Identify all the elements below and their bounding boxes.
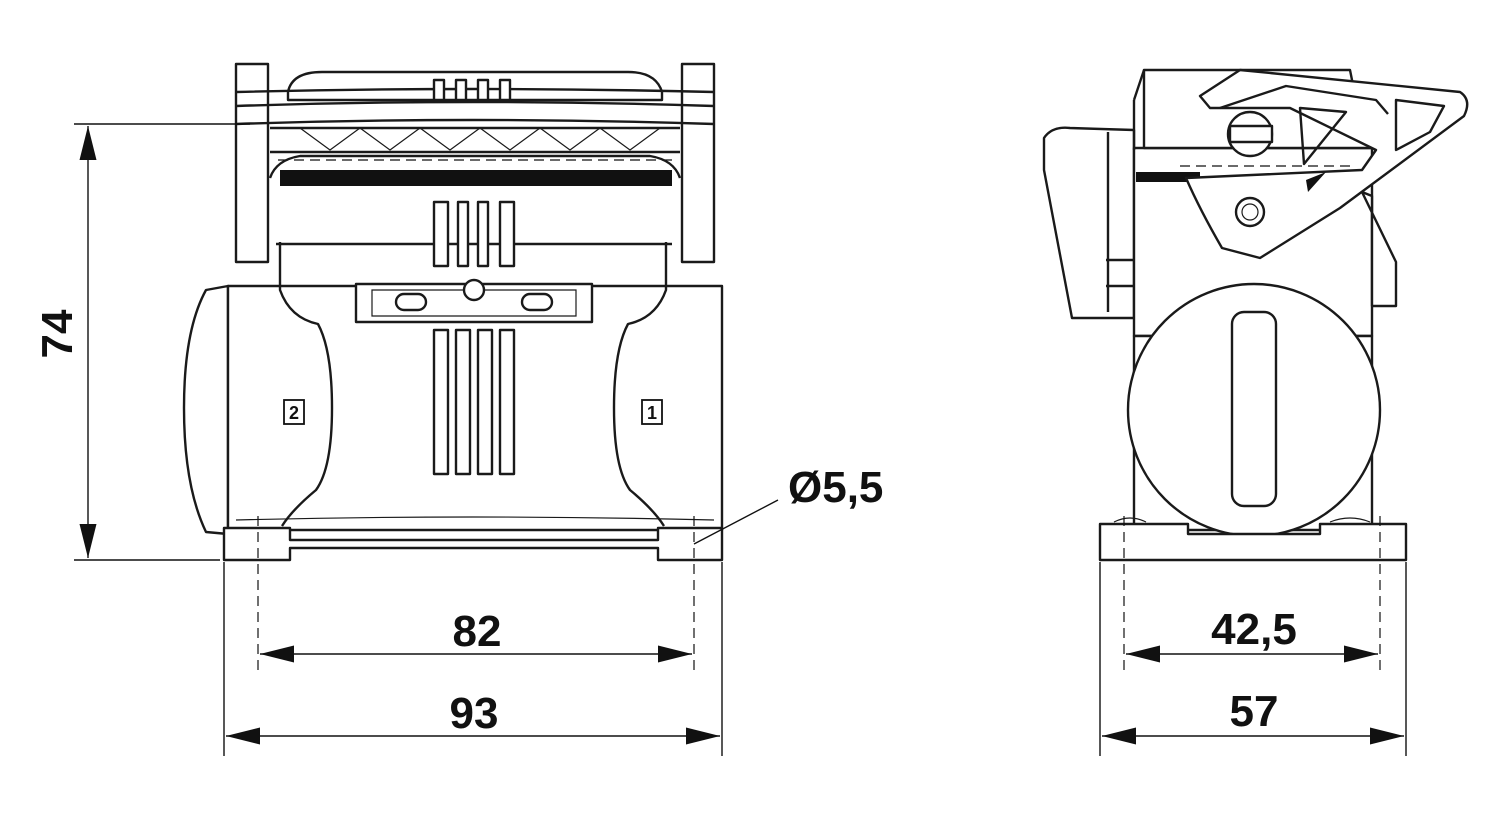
dim-hole-diameter-label: Ø5,5: [788, 463, 883, 512]
side-dimensions: 42,5 57: [1099, 516, 1407, 756]
dim-hole-spacing-label: 82: [453, 607, 502, 656]
dim-overall-width-label: 93: [450, 689, 499, 738]
marker-2-label: 2: [289, 403, 299, 423]
front-dimensions: 74 82 93 Ø5,5: [33, 123, 883, 756]
marker-2: 2: [283, 399, 305, 425]
marker-1-label: 1: [647, 403, 657, 423]
front-view: 2 1: [182, 62, 724, 562]
side-view: [1042, 68, 1469, 562]
dim-height-label: 74: [33, 309, 82, 358]
dim-side-hole-spacing-label: 42,5: [1211, 605, 1297, 654]
marker-1: 1: [641, 399, 663, 425]
dim-side-overall-depth-label: 57: [1230, 687, 1279, 736]
